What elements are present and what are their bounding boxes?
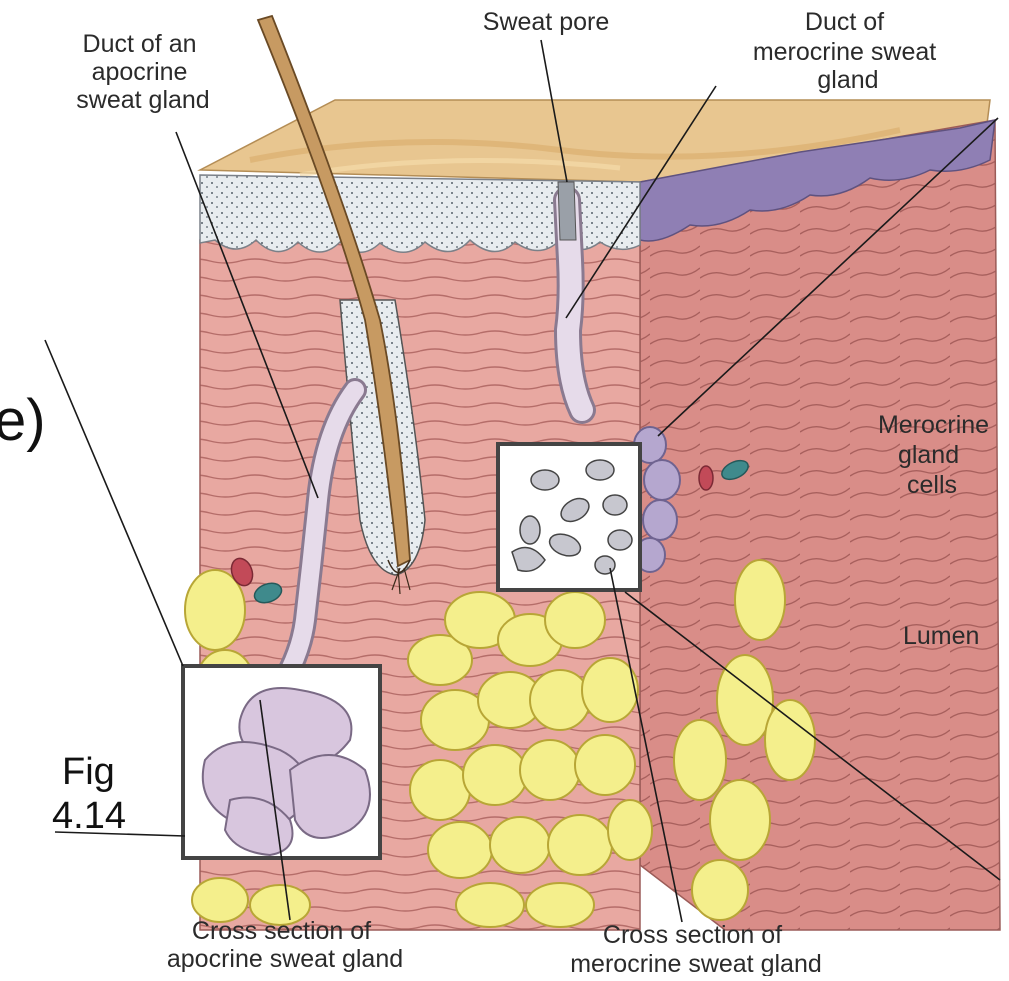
- label-apocrine-duct: Duct of an apocrine sweat gland: [76, 30, 209, 114]
- merocrine-cross-section-inset: [498, 444, 640, 590]
- label-lumen: Lumen: [903, 622, 979, 650]
- merocrine-duct: [558, 182, 582, 410]
- label-apocrine-cross-section: Cross section of apocrine sweat gland: [167, 917, 403, 973]
- block-side-face: [640, 120, 1000, 930]
- apocrine-cross-section-inset: [183, 666, 380, 858]
- label-sweat-pore: Sweat pore: [483, 8, 609, 36]
- partial-slide-text: e): [0, 388, 46, 453]
- label-merocrine-duct: Duct of merocrine sweat gland: [753, 8, 943, 94]
- label-merocrine-cross-section: Cross section of merocrine sweat gland: [570, 921, 822, 976]
- figure-reference: Fig 4.14: [52, 751, 126, 837]
